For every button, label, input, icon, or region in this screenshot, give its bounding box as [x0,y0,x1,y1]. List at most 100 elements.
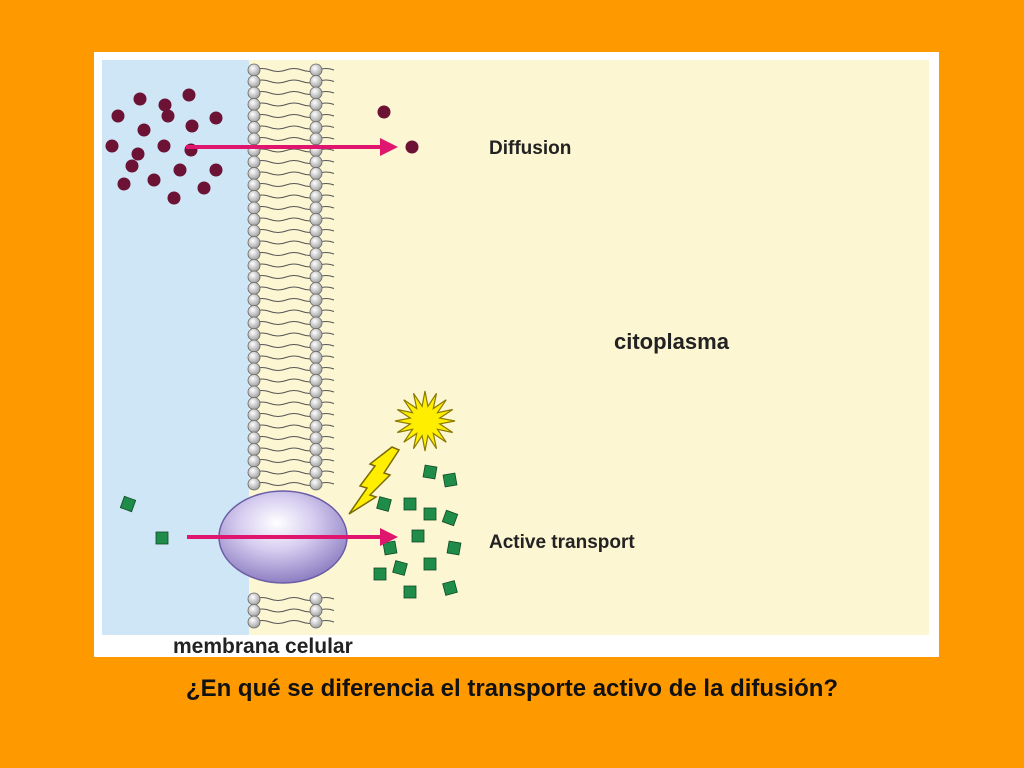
phospholipid-head [309,362,323,376]
phospholipid-head [309,190,323,203]
phospholipid-head [247,190,261,203]
phospholipid-head [309,201,323,215]
active-transport-molecule [442,472,458,488]
active-transport-molecule [422,464,438,480]
diffusion-label: Diffusion [489,138,571,159]
active-transport-molecule [403,585,417,599]
phospholipid-head [247,98,261,111]
active-transport-molecule [446,540,462,556]
phospholipid-head [247,155,261,169]
phospholipid-head [247,443,261,456]
phospholipid-head [309,454,323,468]
phospholipid-head [309,397,323,410]
phospholipid-head [247,201,261,215]
phospholipid-head [309,339,323,353]
active-transport-molecule [373,567,387,581]
active-transport-molecule [119,495,137,513]
active-transport-molecule [403,497,417,511]
phospholipid-head [309,213,323,226]
phospholipid-head [247,604,261,617]
phospholipid-head [309,305,323,318]
phospholipid-head [247,121,261,134]
diffusion-molecule [173,163,187,177]
active-transport-molecule [155,531,169,545]
phospholipid-head [309,224,323,238]
phospholipid-head [247,374,261,387]
phospholipid-head [309,316,323,330]
diffusion-molecule [158,98,172,112]
phospholipid-head [309,86,323,100]
phospholipid-head [247,293,261,307]
phospholipid-head [247,259,261,272]
phospholipid-head [309,75,323,88]
phospholipid-head [247,236,261,249]
phospholipid-head [247,167,261,180]
phospholipid-head [309,178,323,192]
phospholipid-head [247,408,261,422]
phospholipid-head [247,224,261,238]
phospholipid-head [309,247,323,261]
active-transport-label: Active transport [489,532,635,553]
phospholipid-head [247,132,261,146]
diffusion-molecule [105,139,119,153]
diffusion-molecule [377,105,391,119]
phospholipid-head [309,293,323,307]
diffusion-molecule [167,191,181,205]
active-transport-molecule [441,509,459,527]
active-transport-arrow [187,528,398,546]
phospholipid-head [247,397,261,410]
phospholipid-head [247,466,261,479]
phospholipid-head [247,86,261,100]
phospholipid-head [247,282,261,295]
phospholipid-head [309,443,323,456]
phospholipid-head [309,132,323,146]
energy-burst-icon [394,390,456,452]
phospholipid-head [247,385,261,399]
phospholipid-head [309,259,323,272]
phospholipid-head [309,408,323,422]
phospholipid-head [247,420,261,433]
phospholipid-head [309,351,323,364]
diffusion-molecule [133,92,147,106]
phospholipid-head [309,431,323,445]
cytoplasm-region [249,60,929,635]
diffusion-molecule [117,177,131,191]
diffusion-molecule [131,147,145,161]
diffusion-molecule [111,109,125,123]
diffusion-molecule [157,139,171,153]
phospholipid-head [309,615,323,629]
diffusion-molecule [125,159,139,173]
phospholipid-head [309,236,323,249]
phospholipid-head [247,316,261,330]
phospholipid-head [309,604,323,617]
phospholipid-head [247,75,261,88]
diffusion-molecule [405,140,419,154]
active-transport-molecule [382,540,398,556]
phospholipid-head [247,615,261,629]
phospholipid-head [247,454,261,468]
active-transport-molecules [119,464,462,599]
phospholipid-head [309,63,323,77]
diffusion-molecule [197,181,211,195]
phospholipid-head [247,592,261,606]
active-transport-molecule [423,557,437,571]
diffusion-molecule [161,109,175,123]
active-transport-molecule [411,529,425,543]
phospholipid-head [309,98,323,111]
diffusion-molecule [185,119,199,133]
diffusion-molecule [209,163,223,177]
diffusion-molecule [182,88,196,102]
diffusion-molecule [147,173,161,187]
phospholipid-head [247,178,261,192]
phospholipid-head [309,420,323,433]
lipid-bilayer-heads [247,63,323,629]
phospholipid-head [247,305,261,318]
question-caption: ¿En qué se diferencia el transporte acti… [185,675,839,702]
active-transport-molecule [442,580,458,596]
phospholipid-head [309,328,323,341]
phospholipid-head [247,477,261,491]
phospholipid-head [309,270,323,284]
phospholipid-head [247,247,261,261]
phospholipid-head [309,167,323,180]
diffusion-molecule [137,123,151,137]
